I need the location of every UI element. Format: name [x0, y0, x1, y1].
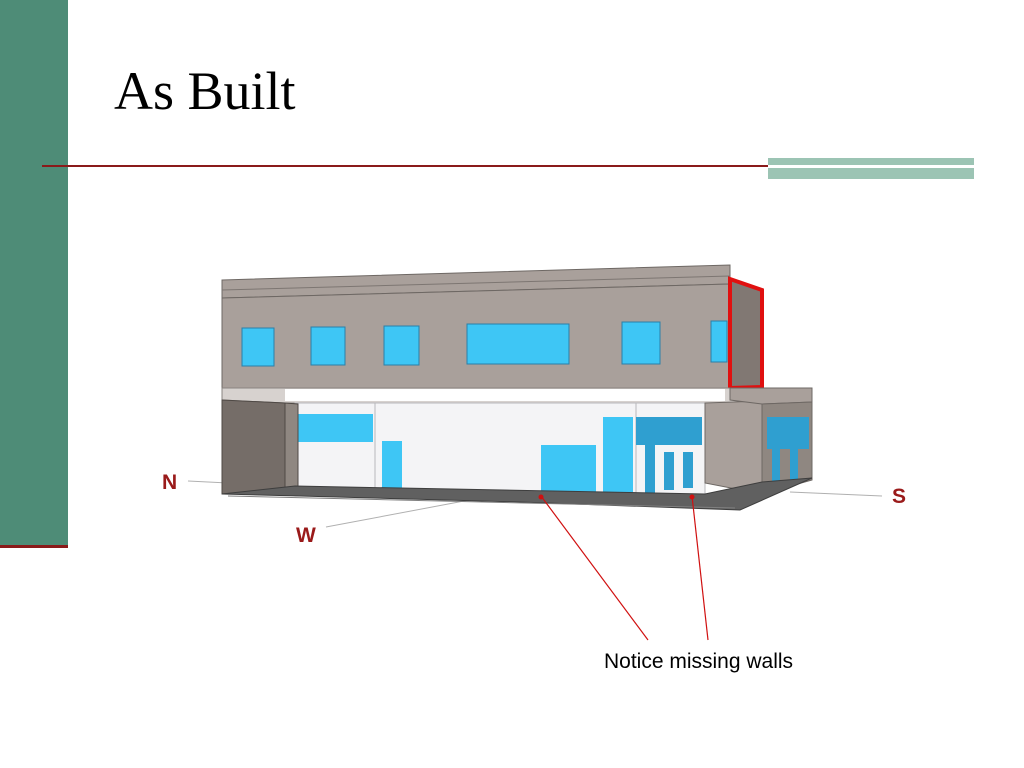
- slide-title: As Built: [114, 61, 296, 121]
- roof-parapet-edge: [221, 275, 731, 291]
- south-pointer-line: [789, 491, 883, 497]
- lower-east-window: [790, 448, 798, 482]
- upper-window: [241, 327, 275, 367]
- floor-slab: [221, 477, 813, 511]
- soffit-gap: [285, 389, 725, 401]
- lower-east-wall: [704, 400, 763, 495]
- callout-marker: [689, 494, 695, 500]
- callout-leader-line: [540, 495, 649, 641]
- lower-east-window: [767, 417, 809, 449]
- callout-leader-line: [691, 495, 709, 641]
- lower-window: [636, 417, 702, 445]
- lower-corner-return: [284, 402, 299, 491]
- upper-window: [466, 323, 570, 365]
- callout-caption: Notice missing walls: [604, 650, 794, 673]
- title-divider-line: [42, 165, 974, 167]
- lower-window: [664, 452, 674, 490]
- upper-window: [710, 320, 728, 363]
- lower-window: [683, 452, 693, 488]
- west-pointer-line: [325, 497, 481, 528]
- callout-marker: [538, 494, 544, 500]
- lower-window: [382, 441, 402, 492]
- lower-east-window: [772, 448, 780, 486]
- upper-side-wall-highlighted: [728, 276, 764, 391]
- north-pointer-line: [187, 480, 229, 484]
- compass-west-label: W: [296, 524, 316, 547]
- compass-north-label: N: [162, 471, 177, 494]
- lower-corner-wall: [221, 399, 286, 495]
- upper-window: [383, 325, 420, 366]
- upper-window: [310, 326, 346, 366]
- lower-east-roof: [729, 387, 813, 405]
- compass-south-label: S: [892, 485, 906, 508]
- upper-window: [621, 321, 661, 365]
- left-sidebar-bar: [0, 0, 68, 545]
- lower-window: [612, 445, 630, 494]
- left-bar-underline: [0, 545, 68, 548]
- title-accent-block: [768, 158, 974, 179]
- title-accent-stripe: [768, 165, 974, 168]
- floor-slab-edge: [227, 495, 736, 509]
- lower-window: [541, 445, 596, 494]
- lower-window: [645, 444, 655, 493]
- lower-window: [298, 414, 373, 442]
